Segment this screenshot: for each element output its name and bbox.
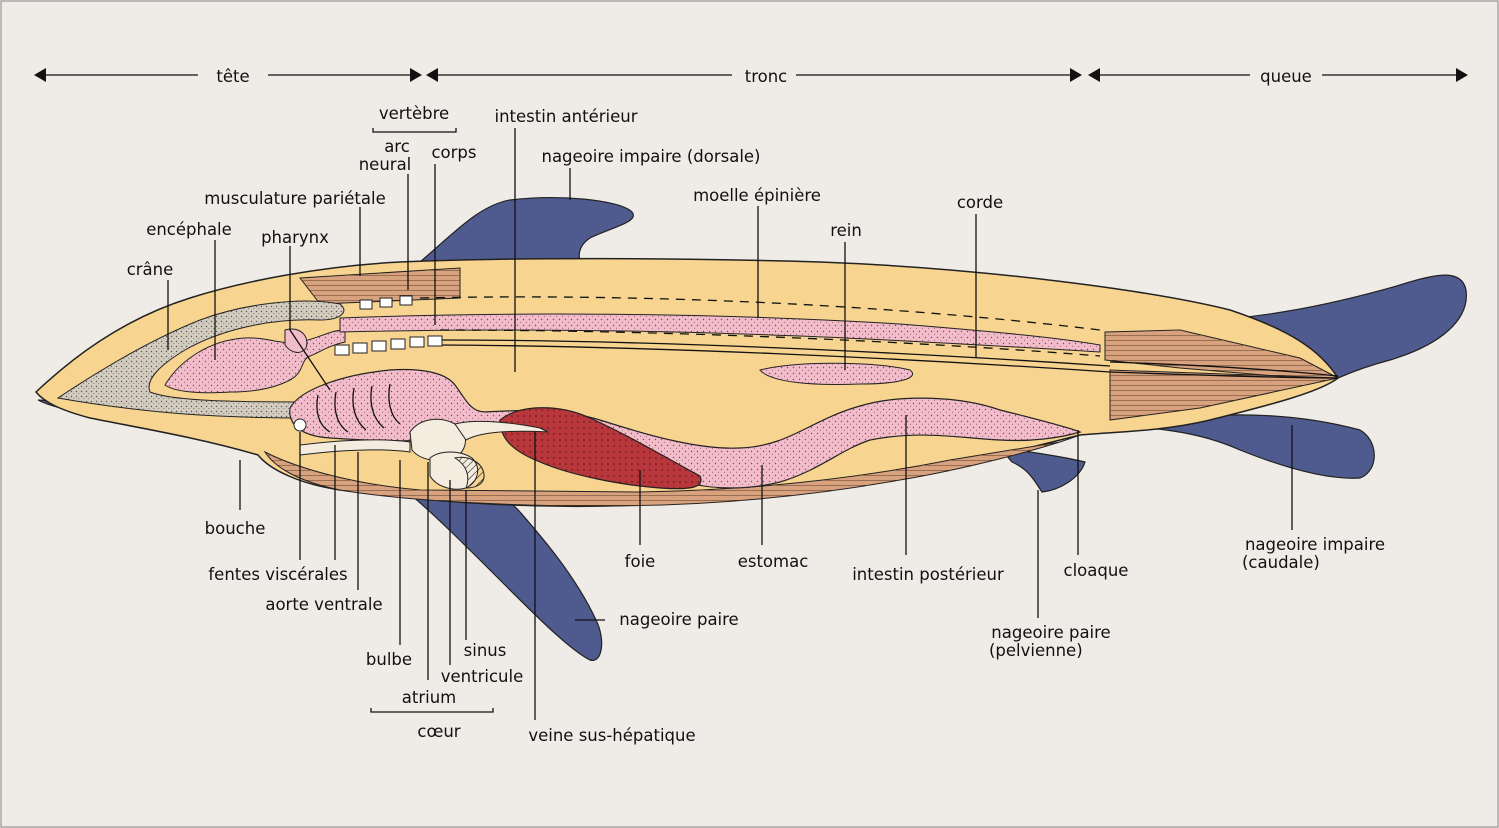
- parietal-musculature: [263, 267, 1339, 507]
- label-atrium: atrium: [402, 688, 456, 707]
- label-anterior-intestine: intestin antérieur: [495, 107, 638, 126]
- label-bulbus: bulbe: [366, 650, 412, 669]
- label-paired-fin: nageoire paire: [619, 610, 738, 629]
- label-neural-arch-1: arc: [384, 137, 410, 156]
- heart: [293, 418, 549, 490]
- label-mouth: bouche: [205, 519, 266, 538]
- label-vertebra: vertèbre: [379, 104, 449, 123]
- label-ventral-aorta: aorte ventrale: [265, 595, 382, 614]
- label-pharynx: pharynx: [261, 228, 329, 247]
- vertebrae: [334, 295, 443, 356]
- labels: tête tronc queue vertèbre arc neural cor…: [127, 67, 1385, 745]
- label-cloaca: cloaque: [1064, 561, 1129, 580]
- pectoral-fin: [403, 489, 603, 661]
- label-posterior-intestine: intestin postérieur: [852, 565, 1004, 584]
- label-parietal-musculature: musculature pariétale: [204, 189, 386, 208]
- label-heart: cœur: [417, 722, 460, 741]
- dorsal-fin: [418, 197, 634, 271]
- leader-lines: [167, 128, 1293, 720]
- label-skull: crâne: [127, 260, 174, 279]
- pelvic-fin: [998, 447, 1086, 493]
- label-trunk: tronc: [745, 67, 788, 86]
- label-brain: encéphale: [146, 220, 232, 239]
- label-pelvic-fin-1: nageoire paire: [991, 623, 1110, 642]
- label-stomach: estomac: [738, 552, 809, 571]
- label-spinal-cord: moelle épinière: [693, 186, 821, 205]
- label-kidney: rein: [830, 221, 862, 240]
- label-ventricle: ventricule: [441, 667, 523, 686]
- gill-arches: [316, 383, 401, 433]
- label-caudal-fin-2: (caudale): [1242, 553, 1320, 572]
- label-dorsal-fin: nageoire impaire (dorsale): [541, 147, 760, 166]
- label-caudal-fin-1: nageoire impaire: [1245, 535, 1385, 554]
- label-sinus: sinus: [464, 641, 507, 660]
- label-body: corps: [431, 143, 476, 162]
- label-tail: queue: [1260, 67, 1312, 86]
- label-head: tête: [216, 67, 249, 86]
- label-pelvic-fin-2: (pelvienne): [989, 641, 1083, 660]
- label-visceral-slits: fentes viscérales: [208, 565, 347, 584]
- label-neural-arch-2: neural: [359, 155, 412, 174]
- region-arrows: [34, 68, 1468, 82]
- label-liver: foie: [625, 552, 656, 571]
- label-hepatic-vein: veine sus-hépatique: [528, 726, 695, 745]
- label-notochord: corde: [957, 193, 1003, 212]
